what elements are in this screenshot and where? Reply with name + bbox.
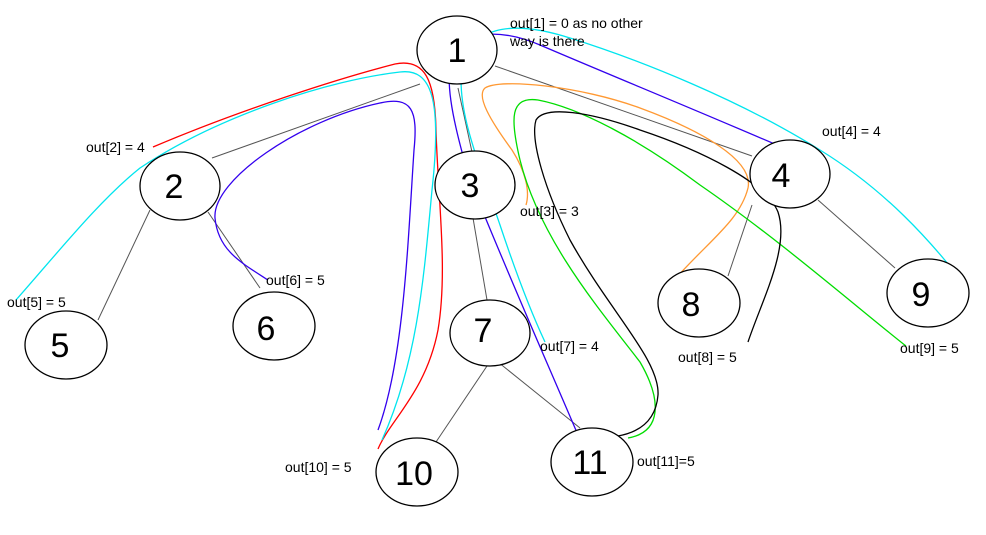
- edge-3-7: [472, 217, 488, 301]
- node-label: 9: [912, 276, 931, 314]
- node-7: 7: [449, 299, 531, 367]
- traversal-paths: [15, 27, 966, 483]
- node-9: 9: [886, 258, 970, 328]
- annotation-out-1-line1: out[1] = 0 as no other: [510, 15, 643, 31]
- node-label: 2: [165, 168, 184, 206]
- node-label: 11: [572, 444, 607, 482]
- path-cyan-right: [460, 27, 966, 343]
- path-blue-left: [214, 100, 416, 431]
- node-label: 10: [395, 455, 433, 493]
- tree-edges: [97, 65, 896, 443]
- edge-7-10: [435, 365, 488, 443]
- edge-2-5: [97, 209, 151, 321]
- edge-1-4: [494, 65, 753, 157]
- path-green: [513, 98, 907, 439]
- annotation-out-9: out[9] = 5: [900, 340, 959, 356]
- annotation-out-2: out[2] = 4: [86, 139, 145, 155]
- annotation-out-11: out[11]=5: [637, 453, 695, 469]
- path-cyan-left: [15, 71, 437, 441]
- node-11: 11: [550, 427, 634, 497]
- annotation-out-8: out[8] = 5: [678, 349, 737, 365]
- tree-nodes: 1 2 3 4 5 6 7 8: [24, 15, 970, 507]
- node-8: 8: [657, 268, 741, 338]
- edge-4-8: [727, 204, 753, 277]
- edge-1-2: [211, 83, 421, 159]
- path-black: [534, 111, 782, 437]
- annotation-out-5: out[5] = 5: [7, 294, 66, 310]
- node-label: 8: [682, 286, 701, 324]
- annotation-out-10: out[10] = 5: [285, 459, 352, 475]
- node-4: 4: [749, 139, 831, 209]
- annotation-out-4: out[4] = 4: [822, 123, 881, 139]
- path-red: [152, 62, 444, 450]
- node-3: 3: [434, 150, 516, 220]
- node-label: 5: [51, 327, 70, 365]
- node-5: 5: [24, 310, 108, 380]
- edge-2-6: [207, 211, 261, 289]
- node-label: 1: [448, 32, 467, 70]
- out-annotations: out[1] = 0 as no other way is there out[…: [7, 15, 959, 475]
- node-6: 6: [232, 291, 316, 361]
- node-label: 3: [461, 167, 480, 205]
- annotation-out-7: out[7] = 4: [540, 338, 599, 354]
- node-label: 7: [474, 312, 493, 350]
- edge-1-3: [457, 87, 473, 153]
- node-label: 6: [257, 310, 276, 348]
- annotation-out-6: out[6] = 5: [266, 272, 325, 288]
- edge-7-11: [497, 361, 581, 429]
- node-10: 10: [375, 437, 459, 507]
- node-2: 2: [139, 151, 221, 221]
- node-1: 1: [416, 15, 498, 85]
- annotation-out-3: out[3] = 3: [520, 203, 579, 219]
- edge-4-9: [817, 199, 896, 269]
- node-label: 4: [772, 157, 791, 195]
- annotation-out-1-line2: way is there: [509, 33, 585, 49]
- path-orange: [481, 83, 749, 279]
- path-blue-right: [448, 33, 801, 483]
